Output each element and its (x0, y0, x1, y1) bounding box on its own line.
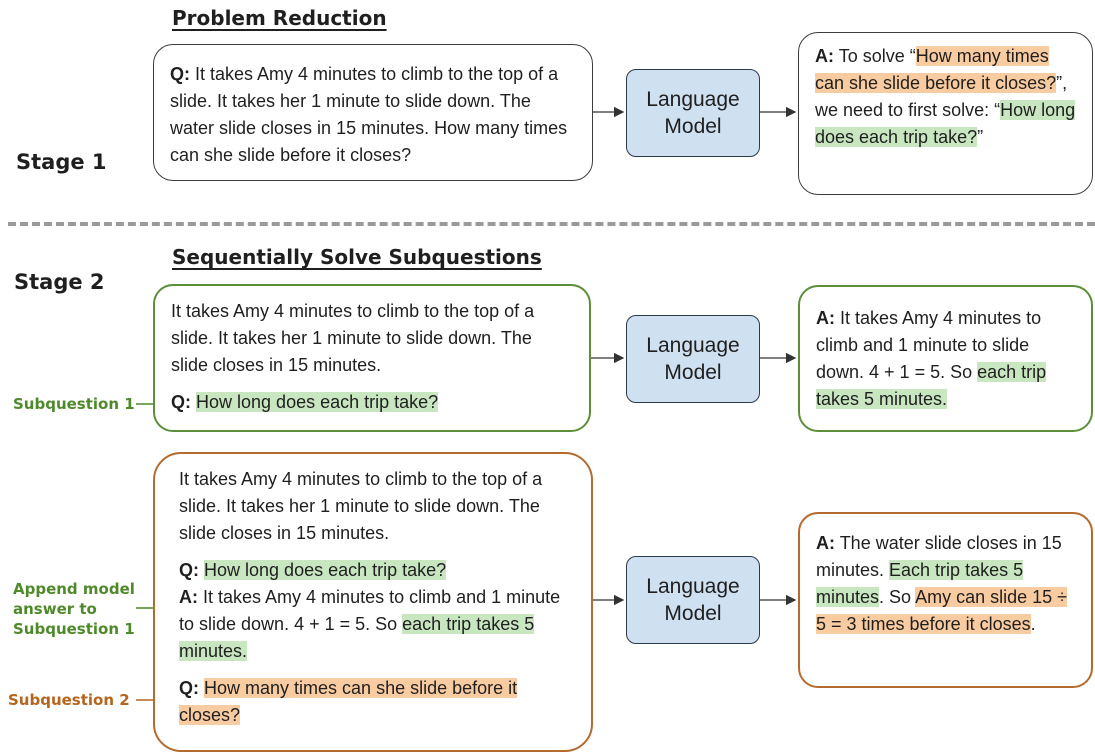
answer-text: To solve “ (838, 46, 916, 66)
answer-text: . (1030, 614, 1036, 634)
answer-text: It takes Amy 4 minutes to climb and 1 mi… (816, 308, 1042, 382)
stage2-title: Sequentially Solve Subquestions (172, 245, 542, 269)
highlighted-text: How long does each trip take? (204, 560, 447, 580)
answer-prefix: A: (816, 308, 835, 328)
answer-text: It takes Amy 4 minutes to climb and 1 mi… (179, 587, 561, 634)
subquestion2-label: Subquestion 2 (8, 691, 130, 709)
stage1-question-box: Q: It takes Amy 4 minutes to climb to th… (153, 44, 593, 181)
answer-text: ” (977, 127, 984, 147)
subquestion2-answer-box: A: The water slide closes in 15 minutes.… (798, 512, 1093, 688)
stage-divider (8, 222, 1095, 226)
question-prefix: Q: (171, 392, 191, 412)
answer-prefix: A: (179, 587, 198, 607)
stage2-label: Stage 2 (14, 270, 105, 294)
subquestion1-box: It takes Amy 4 minutes to climb to the t… (153, 284, 591, 432)
answer-prefix: A: (816, 533, 835, 553)
stage1-label: Stage 1 (16, 150, 107, 174)
subquestion1-label: Subquestion 1 (13, 395, 135, 413)
language-model-block: Language Model (626, 69, 760, 157)
context-text: It takes Amy 4 minutes to climb to the t… (179, 469, 543, 543)
answer-text: The water slide closes in 15 minutes. (816, 533, 1062, 580)
answer-text: ”, we need to first solve: “ (815, 73, 1068, 120)
context-text: It takes Amy 4 minutes to climb to the t… (171, 301, 535, 375)
highlighted-text: How long does each trip take? (196, 392, 439, 412)
language-model-block: Language Model (626, 315, 760, 403)
question-prefix: Q: (170, 64, 190, 84)
subquestion2-box: It takes Amy 4 minutes to climb to the t… (153, 452, 593, 752)
question-prefix: Q: (179, 560, 199, 580)
stage1-answer-box: A: To solve “How many times can she slid… (798, 32, 1093, 195)
answer-text: . So (879, 587, 916, 607)
stage1-title: Problem Reduction (172, 6, 387, 30)
highlighted-text: How many times can she slide before it c… (179, 678, 518, 725)
answer-prefix: A: (815, 46, 834, 66)
language-model-block: Language Model (626, 556, 760, 644)
question-prefix: Q: (179, 678, 199, 698)
question-text: It takes Amy 4 minutes to climb to the t… (170, 64, 568, 165)
append-answer-label: Append model answer to Subquestion 1 (13, 580, 135, 638)
subquestion1-answer-box: A: It takes Amy 4 minutes to climb and 1… (798, 285, 1093, 432)
